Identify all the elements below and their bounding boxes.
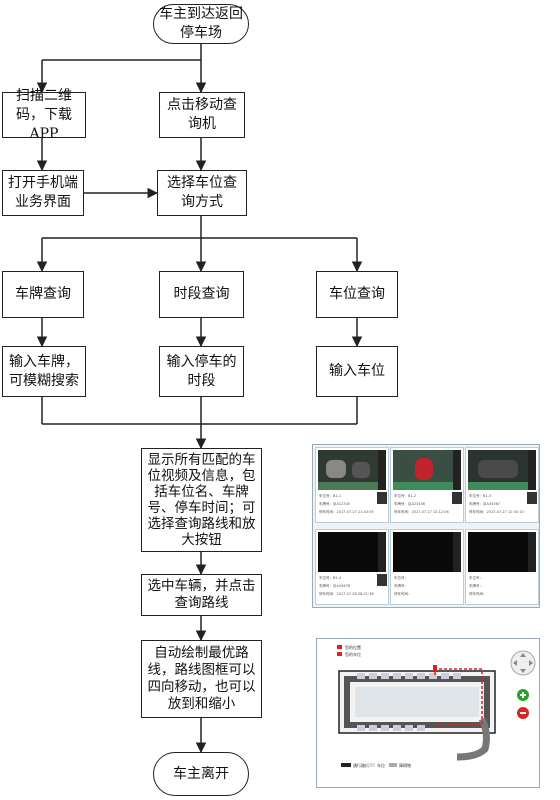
show-results-node: 显示所有匹配的车 位视频及信息，包 括车位名、车牌 号、停车时间；可 选择查询路… <box>141 448 262 552</box>
space-field: 车位号：B1-3 <box>469 494 492 498</box>
zoom-magnifier-icon[interactable] <box>377 574 387 586</box>
plate-field: 车牌号：京A23456 <box>394 502 426 506</box>
legend-route: 通行路线 <box>353 762 369 768</box>
plate-query-node: 车牌查询 <box>2 271 84 318</box>
camera-feed <box>393 532 453 572</box>
zoom-in-icon[interactable] <box>517 689 529 701</box>
route-side-button[interactable] <box>453 450 461 490</box>
input-time-node: 输入停车的 时段 <box>159 346 244 397</box>
space-field: 车位号：B1-1 <box>319 494 342 498</box>
zoom-magnifier-icon[interactable] <box>527 492 537 504</box>
parking-map: 您的位置 您的车位 通行路线 车位 障碍物 <box>337 644 536 768</box>
plate-field: 车牌号：京A45678 <box>319 584 351 588</box>
legend-obstacle: 障碍物 <box>399 762 411 768</box>
space-query-node: 车位查询 <box>316 271 398 318</box>
time-field: 停车时间：2017-07-27 12:34:10 <box>469 510 524 514</box>
zoom-magnifier-icon[interactable] <box>452 492 462 504</box>
select-method-node: 选择车位查 询方式 <box>157 170 247 216</box>
open-app-node: 打开手机端 业务界面 <box>2 170 84 216</box>
plate-field: 车牌号： <box>394 584 408 588</box>
result-cell: 车位号：B1-4 车牌号：京A45678 停车时间：2017-07-28 08:… <box>315 529 389 605</box>
time-field: 停车时间：2017-07-27 12:12:06 <box>394 510 449 514</box>
click-kiosk-node: 点击移动查 询机 <box>159 92 245 138</box>
input-plate-node: 输入车牌， 可模糊搜索 <box>2 346 86 397</box>
result-cell: 车位号：B1-1 车牌号：京A12345 停车时间：2017-07-27 21:… <box>315 447 389 523</box>
zoom-magnifier-icon[interactable] <box>377 492 387 504</box>
legend-space: 车位 <box>377 762 385 768</box>
space-field: 车位号：B1-2 <box>394 494 417 498</box>
camera-feed <box>468 450 528 490</box>
route-side-button[interactable] <box>378 532 386 572</box>
result-cell: 车位号： 车牌号： 停车时间： <box>390 529 464 605</box>
scan-qr-node: 扫描二维 码，下载APP <box>2 88 86 142</box>
legend-your-position: 您的位置 <box>345 644 361 650</box>
result-cell: 车位号： 车牌号： 停车时间： <box>465 529 539 605</box>
time-field: 停车时间： <box>394 592 412 596</box>
plate-field: 车牌号：京A34567 <box>469 502 501 506</box>
parking-results-thumbnail: 车位号：B1-1 车牌号：京A12345 停车时间：2017-07-27 21:… <box>312 444 540 608</box>
camera-feed <box>318 532 378 572</box>
result-cell: 车位号：B1-3 车牌号：京A34567 停车时间：2017-07-27 12:… <box>465 447 539 523</box>
select-vehicle-node: 选中车辆，并点击 查询路线 <box>141 574 262 616</box>
time-query-node: 时段查询 <box>159 271 244 318</box>
input-space-node: 输入车位 <box>316 346 398 397</box>
camera-feed <box>468 532 528 572</box>
space-field: 车位号： <box>394 576 408 580</box>
route-side-button[interactable] <box>378 450 386 490</box>
time-field: 停车时间：2017-07-28 08:21:38 <box>319 592 374 596</box>
auto-route-node: 自动绘制最优路 线，路线图框可以 四向移动，也可以 放到和缩小 <box>141 640 262 718</box>
plate-field: 车牌号： <box>469 584 483 588</box>
result-cell: 车位号：B1-2 车牌号：京A23456 停车时间：2017-07-27 12:… <box>390 447 464 523</box>
route-side-button[interactable] <box>453 532 461 572</box>
end-node: 车主离开 <box>153 752 249 796</box>
time-field: 停车时间： <box>469 592 487 596</box>
route-map-thumbnail: 您的位置 您的车位 通行路线 车位 障碍物 <box>316 638 540 788</box>
space-field: 车位号：B1-4 <box>319 576 342 580</box>
space-field: 车位号： <box>469 576 483 580</box>
route-side-button[interactable] <box>528 532 536 572</box>
start-node: 车主到达返回 停车场 <box>153 4 249 44</box>
legend-your-space: 您的车位 <box>345 651 361 657</box>
plate-field: 车牌号：京A12345 <box>319 502 351 506</box>
time-field: 停车时间：2017-07-27 21:43:55 <box>319 510 374 514</box>
camera-feed <box>318 450 378 490</box>
route-side-button[interactable] <box>528 450 536 490</box>
camera-feed <box>393 450 453 490</box>
zoom-out-icon[interactable] <box>517 707 529 719</box>
pan-control-icon[interactable] <box>510 650 536 676</box>
